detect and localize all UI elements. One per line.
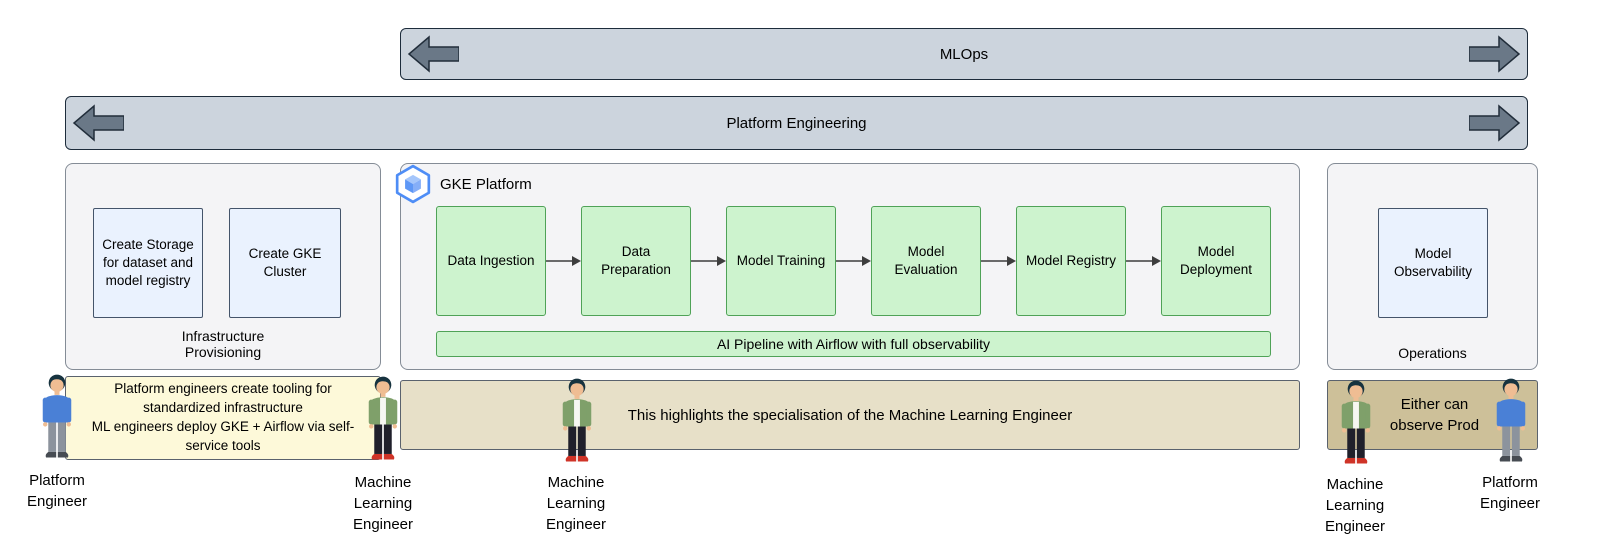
stage-model-deployment: Model Deployment xyxy=(1161,206,1271,316)
stage-data-ingestion: Data Ingestion xyxy=(436,206,546,316)
infrastructure-note: Platform engineers create tooling for st… xyxy=(65,376,381,460)
pe-right-arrow-icon xyxy=(1469,104,1521,142)
ml-specialisation-note: This highlights the specialisation of th… xyxy=(400,380,1300,450)
pipeline-stage-row: Data Ingestion Data Preparation Model Tr… xyxy=(436,206,1271,316)
platform-engineering-ribbon-label: Platform Engineering xyxy=(726,114,867,132)
platform-engineering-ribbon: Platform Engineering xyxy=(65,96,1528,150)
infrastructure-group-title: Infrastructure Provisioning xyxy=(181,328,265,360)
operations-group: Model Observability Operations xyxy=(1327,163,1538,370)
mlops-ribbon: MLOps xyxy=(400,28,1528,80)
flow-arrow-icon xyxy=(691,256,726,266)
platform-engineer-figure xyxy=(34,368,80,466)
flow-arrow-icon xyxy=(1126,256,1161,266)
stage-model-registry: Model Registry xyxy=(1016,206,1126,316)
platform-engineer-label: Platform Engineer xyxy=(26,472,88,510)
ml-engineer-label: Machine Learning Engineer xyxy=(545,474,607,533)
infrastructure-provisioning-group: Create Storage for dataset and model reg… xyxy=(65,163,381,370)
platform-engineer-figure xyxy=(1488,372,1534,470)
stage-model-training: Model Training xyxy=(726,206,836,316)
create-storage-box: Create Storage for dataset and model reg… xyxy=(93,208,203,318)
gke-platform-group: GKE Platform Data Ingestion Data Prepara… xyxy=(395,163,1300,370)
ml-engineer-label: Machine Learning Engineer xyxy=(1324,476,1386,535)
mlops-ribbon-label: MLOps xyxy=(939,45,989,63)
ml-engineer-label: Machine Learning Engineer xyxy=(352,474,414,533)
ml-engineer-figure xyxy=(1333,374,1379,472)
ml-engineer-figure xyxy=(554,372,600,470)
flow-arrow-icon xyxy=(981,256,1016,266)
stage-model-evaluation: Model Evaluation xyxy=(871,206,981,316)
model-observability-box: Model Observability xyxy=(1378,208,1488,318)
ai-pipeline-banner: AI Pipeline with Airflow with full obser… xyxy=(436,331,1271,357)
gke-hexagon-icon xyxy=(395,164,431,204)
flow-arrow-icon xyxy=(546,256,581,266)
gke-platform-title: GKE Platform xyxy=(440,175,532,193)
mlops-left-arrow-icon xyxy=(407,35,459,73)
flow-arrow-icon xyxy=(836,256,871,266)
pe-left-arrow-icon xyxy=(72,104,124,142)
gke-platform-header: GKE Platform xyxy=(393,164,532,204)
mlops-right-arrow-icon xyxy=(1469,35,1521,73)
operations-group-title: Operations xyxy=(1398,345,1467,361)
ml-engineer-figure xyxy=(360,370,406,468)
stage-data-preparation: Data Preparation xyxy=(581,206,691,316)
platform-engineer-label: Platform Engineer xyxy=(1479,474,1541,512)
create-gke-cluster-box: Create GKE Cluster xyxy=(229,208,341,318)
